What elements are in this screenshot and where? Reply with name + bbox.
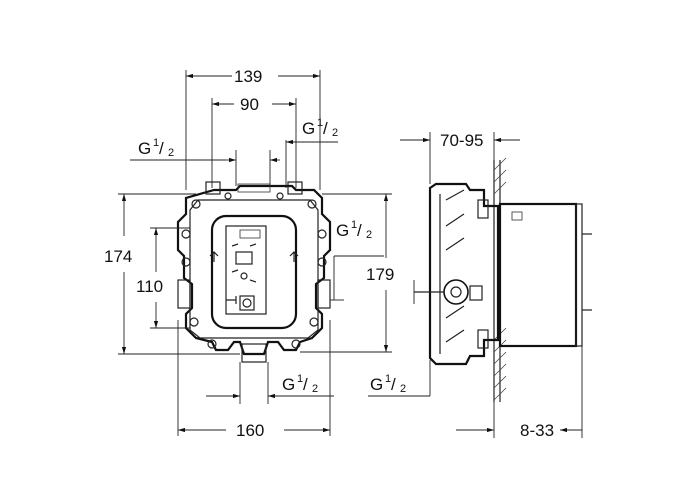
side-dimensions [368, 132, 583, 438]
svg-text:G: G [370, 375, 383, 394]
thread-label-bottom-side: G 1 / 2 [370, 373, 406, 395]
svg-text:1: 1 [153, 137, 159, 149]
dim-110-label: 110 [136, 277, 163, 296]
svg-text:1: 1 [297, 373, 303, 385]
svg-text:/: / [357, 221, 362, 240]
center-plate [225, 225, 267, 315]
plate-valve [235, 251, 253, 265]
housing-outer [176, 184, 332, 356]
svg-text:2: 2 [400, 383, 406, 395]
svg-text:/: / [323, 119, 328, 138]
top-center-connector [237, 183, 271, 193]
dim-179-label: 179 [366, 265, 394, 284]
inner-window [210, 214, 298, 330]
dim-70-95-label: 70-95 [440, 131, 483, 150]
left-port [177, 279, 191, 309]
svg-text:G: G [282, 375, 295, 394]
side-port [443, 279, 469, 305]
dim-139-label: 139 [234, 67, 262, 86]
top-left-connector [205, 181, 221, 195]
svg-text:/: / [159, 139, 164, 158]
side-view [414, 157, 592, 402]
thread-label-top-left: G 1 / 2 [138, 137, 174, 159]
dim-174-label: 174 [104, 247, 132, 266]
svg-text:G: G [336, 221, 349, 240]
svg-text:G: G [302, 119, 315, 138]
plate-lever [226, 296, 237, 304]
top-bracket [477, 199, 489, 219]
plate-label [239, 229, 261, 239]
plate-outlet [239, 295, 255, 311]
top-right-connector [287, 181, 303, 195]
front-view [176, 181, 332, 363]
svg-text:/: / [303, 375, 308, 394]
bottom-outlet [241, 343, 267, 363]
front-dimensions [118, 70, 392, 436]
dim-160-label: 160 [236, 421, 264, 440]
svg-text:1: 1 [385, 373, 391, 385]
svg-text:2: 2 [312, 383, 318, 395]
up-arrow-right-icon [289, 251, 299, 262]
mounting-holes [181, 192, 327, 349]
dim-90-label: 90 [240, 95, 259, 114]
thread-label-bottom-center: G 1 / 2 [282, 373, 318, 395]
thread-label-right-middle: G 1 / 2 [336, 219, 372, 241]
extension-face [575, 203, 583, 347]
extension-body [498, 202, 578, 348]
plate-marks [231, 243, 257, 283]
svg-text:G: G [138, 139, 151, 158]
svg-text:2: 2 [168, 147, 174, 159]
svg-text:1: 1 [317, 117, 323, 129]
thread-label-top-right: G 1 / 2 [302, 117, 338, 139]
side-ribs [445, 189, 465, 343]
svg-text:2: 2 [366, 229, 372, 241]
svg-text:/: / [391, 375, 396, 394]
svg-text:2: 2 [332, 127, 338, 139]
housing-inner-wall [189, 199, 319, 339]
side-housing [428, 182, 500, 366]
up-arrow-left-icon [209, 251, 219, 262]
right-port [317, 279, 331, 309]
svg-text:1: 1 [351, 219, 357, 231]
dim-8-33-label: 8-33 [520, 421, 554, 440]
bottom-bracket [477, 329, 489, 349]
